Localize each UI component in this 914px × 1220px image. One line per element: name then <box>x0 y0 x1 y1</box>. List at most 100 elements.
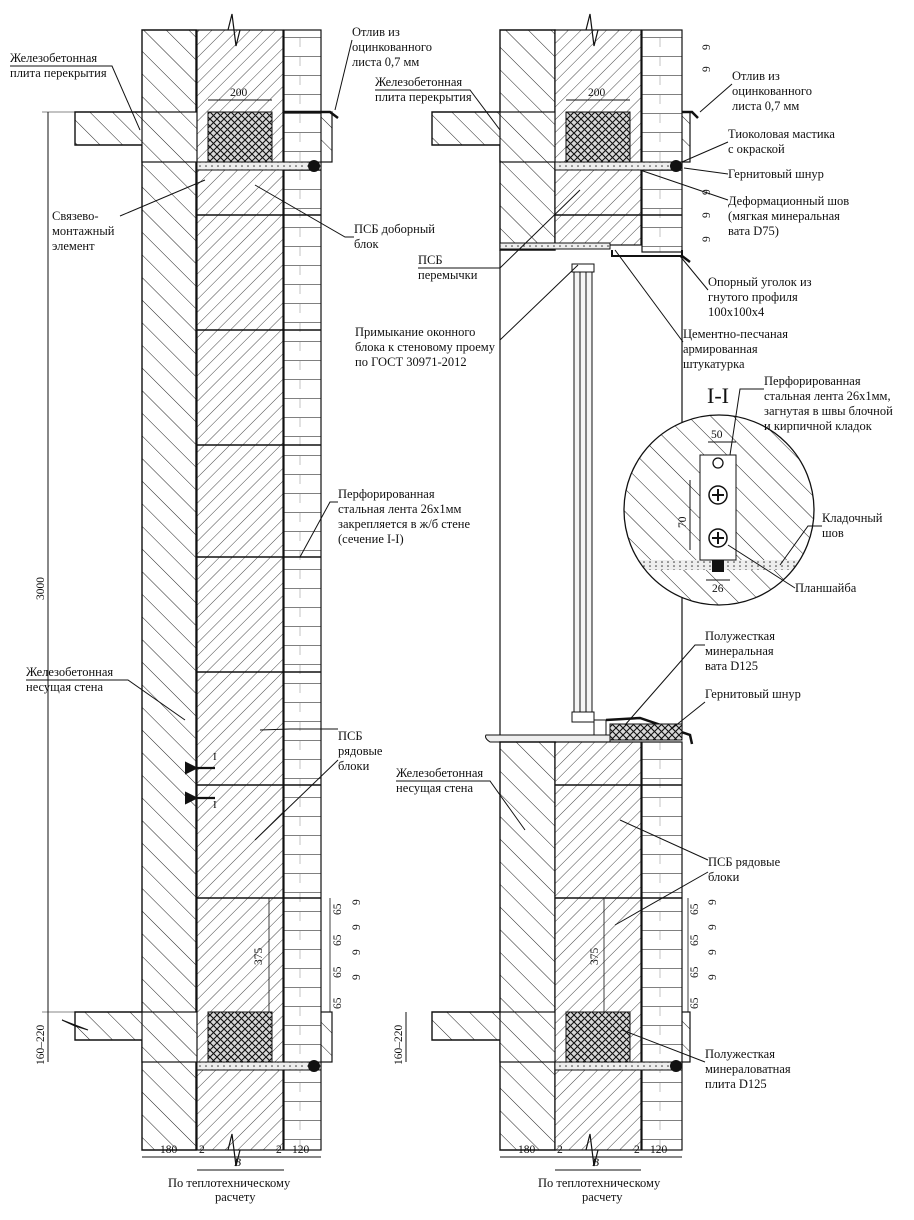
left-footer-line-2: расчету <box>215 1190 256 1204</box>
left-joint-4: 9 <box>351 974 363 980</box>
svg-text:Кладочный: Кладочный <box>822 511 883 525</box>
left-hernit-bottom <box>308 1060 320 1072</box>
section-dim-top: 50 <box>711 429 723 441</box>
svg-text:ПСБ доборный: ПСБ доборный <box>354 222 435 236</box>
left-label-svyaz: Связево- монтажный элемент <box>52 179 206 253</box>
svg-text:Железобетонная: Железобетонная <box>375 75 462 89</box>
svg-text:Связево-: Связево- <box>52 209 99 223</box>
right-sill <box>485 734 611 743</box>
left-course-1: 65 <box>332 903 344 915</box>
right-dim-wall: 180 <box>518 1144 536 1156</box>
left-mw-bottom <box>207 1011 273 1063</box>
left-joint-1: 9 <box>351 899 363 905</box>
right-label-junction: Примыкание оконного блока к стеновому пр… <box>355 264 579 369</box>
right-dim-facing: 120 <box>650 1144 668 1156</box>
svg-text:листа 0,7 мм: листа 0,7 мм <box>732 99 799 113</box>
svg-text:ПСБ рядовые: ПСБ рядовые <box>708 855 781 869</box>
svg-text:Тиоколовая мастика: Тиоколовая мастика <box>728 127 835 141</box>
left-course-3: 65 <box>332 966 344 978</box>
svg-text:стальная лента 26х1мм,: стальная лента 26х1мм, <box>764 389 891 403</box>
right-dim-block: 375 <box>589 948 601 966</box>
right-joint-2: 9 <box>707 924 719 930</box>
right-top-joint-3: 9 <box>701 189 713 195</box>
right-top-joint-1: 9 <box>701 44 713 50</box>
svg-text:Отлив из: Отлив из <box>352 25 400 39</box>
svg-text:вата D75): вата D75) <box>728 224 779 238</box>
right-detail: 200 160–220 375 9 9 9 9 9 65 65 65 65 9 … <box>355 13 849 1204</box>
left-dim-insulation: B <box>234 1157 241 1169</box>
right-label-mw-plate: Полужесткая минераловатная плита D125 <box>621 1029 791 1091</box>
left-joint-3: 9 <box>351 949 363 955</box>
svg-text:Перфорированная: Перфорированная <box>338 487 435 501</box>
left-psb-column <box>196 29 284 1151</box>
section-label-washer: Планшайба <box>727 544 857 595</box>
left-rc-wall <box>74 29 197 1151</box>
right-top-joint-4: 9 <box>701 212 713 218</box>
svg-text:Железобетонная: Железобетонная <box>396 766 483 780</box>
svg-text:Полужесткая: Полужесткая <box>705 1047 775 1061</box>
left-dim-facing: 120 <box>292 1144 310 1156</box>
svg-text:с окраской: с окраской <box>728 142 785 156</box>
left-dim-height: 3000 <box>35 577 47 600</box>
svg-text:вата D125: вата D125 <box>705 659 758 673</box>
right-joint-top <box>554 161 683 171</box>
svg-text:Гернитовый шнур: Гернитовый шнур <box>728 167 824 181</box>
section-circle <box>623 414 815 606</box>
right-psb-bottom <box>554 741 642 1151</box>
left-dim-top-width: 200 <box>230 87 248 99</box>
fixing-dowel <box>712 457 724 469</box>
left-label-psb-row: ПСБ рядовые блоки <box>254 728 383 841</box>
left-hernit-top <box>308 160 320 172</box>
right-mw-bottom <box>565 1011 631 1063</box>
right-hernit-bottom <box>670 1060 682 1072</box>
right-top-joint-2: 9 <box>701 66 713 72</box>
svg-text:ПСБ: ПСБ <box>418 253 443 267</box>
left-course-4: 65 <box>332 997 344 1009</box>
svg-text:минераловатная: минераловатная <box>705 1062 791 1076</box>
right-label-wall: Железобетонная несущая стена <box>396 766 526 831</box>
right-mw-top <box>565 111 631 163</box>
right-label-semi-rigid: Полужесткая минеральная вата D125 <box>624 629 775 726</box>
svg-text:стальная лента 26х1мм: стальная лента 26х1мм <box>338 502 462 516</box>
svg-text:листа 0,7 мм: листа 0,7 мм <box>352 55 419 69</box>
right-label-thiokol: Тиоколовая мастика с окраской <box>681 127 835 163</box>
svg-text:ПСБ: ПСБ <box>338 729 363 743</box>
cut-mark-2: I <box>213 799 217 811</box>
right-dim-gap-2: 2 <box>634 1144 640 1156</box>
section-detail: I-I 50 70 26 Перфорированная стальная ле… <box>623 374 893 606</box>
window-frame <box>571 263 607 737</box>
right-angle <box>611 250 683 257</box>
svg-text:Железобетонная: Железобетонная <box>26 665 113 679</box>
svg-text:оцинкованного: оцинкованного <box>352 40 432 54</box>
section-label-tape: Перфорированная стальная лента 26х1мм, з… <box>729 374 893 456</box>
svg-text:Примыкание оконного: Примыкание оконного <box>355 325 475 339</box>
svg-text:монтажный: монтажный <box>52 224 115 238</box>
right-joint-4: 9 <box>707 974 719 980</box>
svg-text:блоки: блоки <box>338 759 370 773</box>
right-label-slab: Железобетонная плита перекрытия <box>375 75 501 131</box>
svg-text:шов: шов <box>822 526 844 540</box>
svg-text:Полужесткая: Полужесткая <box>705 629 775 643</box>
svg-text:блока к стеновому проему: блока к стеновому проему <box>355 340 496 354</box>
left-dim-wall: 180 <box>160 1144 178 1156</box>
left-dim-gap-1: 2 <box>199 1144 205 1156</box>
right-label-psb-row: ПСБ рядовые блоки <box>614 819 781 926</box>
left-label-wall: Железобетонная несущая стена <box>26 665 186 721</box>
svg-text:Перфорированная: Перфорированная <box>764 374 861 388</box>
left-brick-facing <box>283 29 322 1151</box>
section-label-joint: Кладочный шов <box>779 511 883 566</box>
svg-text:гнутого профиля: гнутого профиля <box>708 290 798 304</box>
right-label-psb-lintel: ПСБ перемычки <box>418 189 581 282</box>
svg-text:Планшайба: Планшайба <box>795 581 857 595</box>
right-joint-1: 9 <box>707 899 719 905</box>
right-rc-wall-bottom <box>431 741 556 1151</box>
svg-text:Железобетонная: Железобетонная <box>10 51 97 65</box>
svg-text:рядовые: рядовые <box>338 744 383 758</box>
section-title: I-I <box>707 383 729 408</box>
svg-text:(мягкая минеральная: (мягкая минеральная <box>728 209 840 223</box>
right-label-hernit-top: Гернитовый шнур <box>683 167 824 181</box>
right-joint-3: 9 <box>707 949 719 955</box>
svg-text:закрепляется в ж/б стене: закрепляется в ж/б стене <box>338 517 470 531</box>
left-joint-bottom <box>196 1061 322 1071</box>
